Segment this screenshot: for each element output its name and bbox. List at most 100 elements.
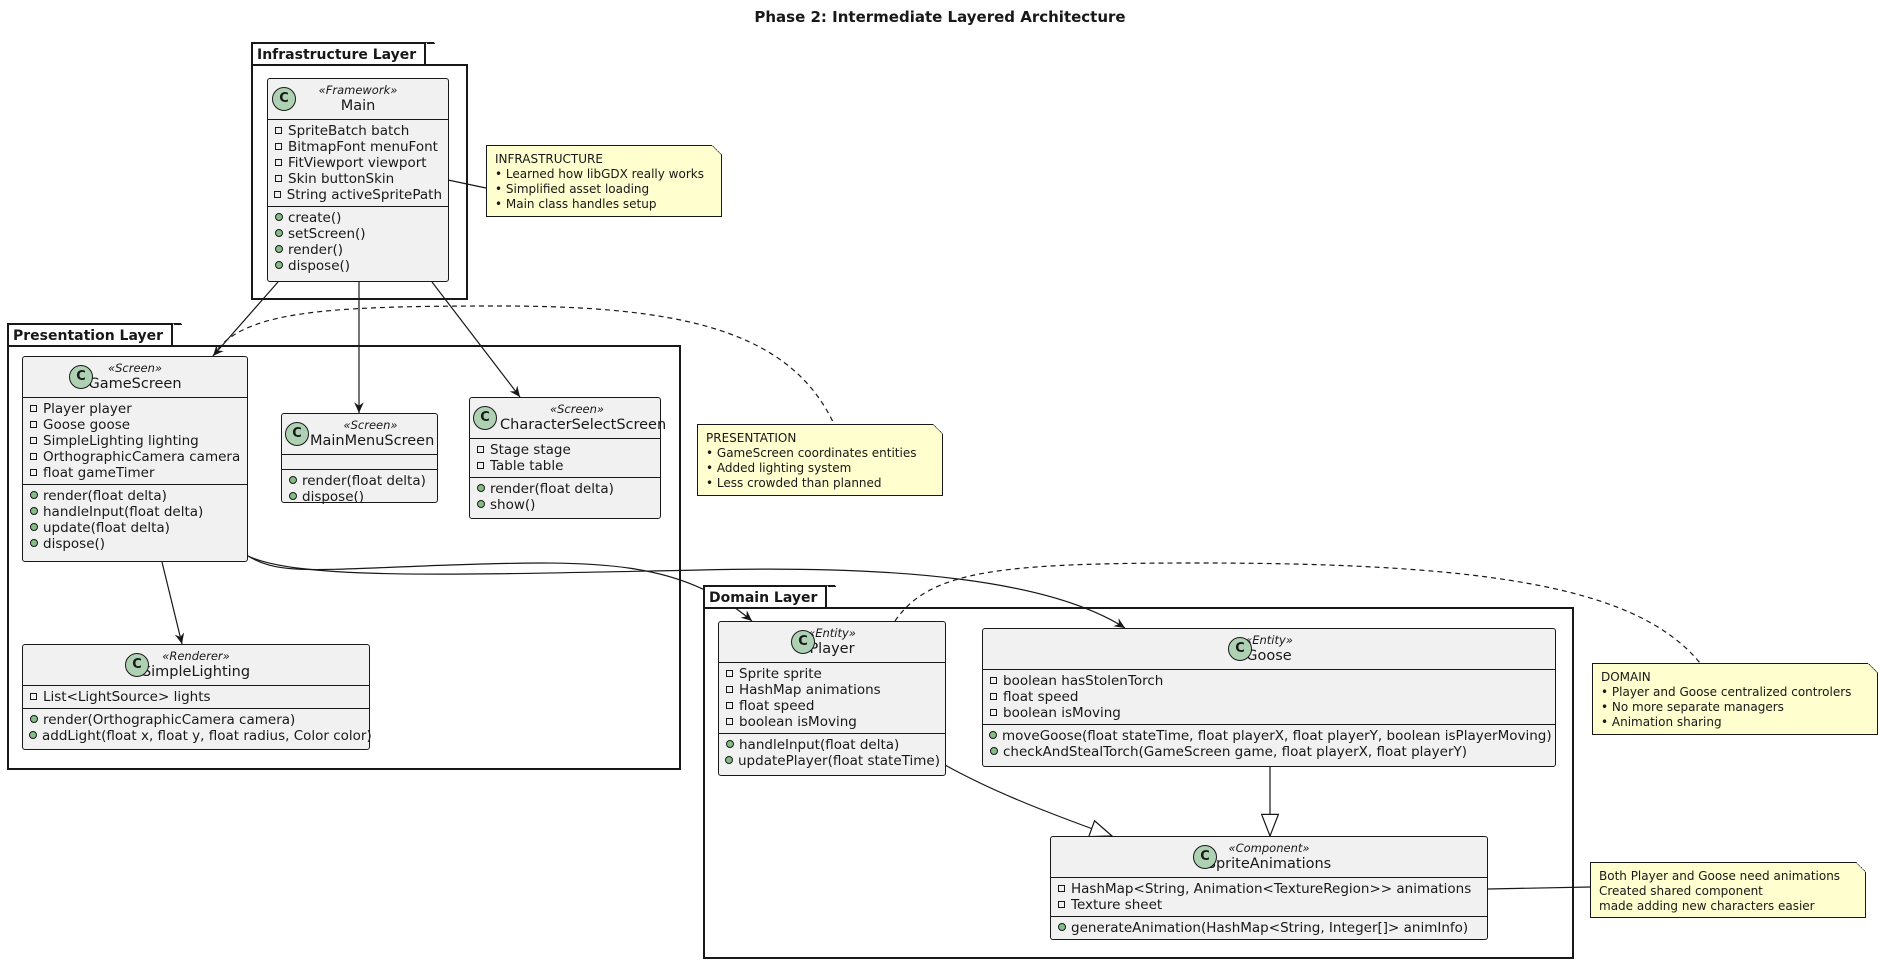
private-marker-icon — [29, 689, 38, 705]
private-marker-icon — [1057, 881, 1066, 897]
class-method: render(float delta) — [490, 481, 614, 497]
class-field: boolean isMoving — [739, 714, 857, 730]
public-marker-icon — [29, 520, 38, 536]
class-simplelighting[interactable]: C «Renderer» SimpleLighting List<LightSo… — [22, 644, 372, 750]
private-marker-icon — [274, 171, 283, 187]
edge-player-spriteanimations — [944, 764, 1112, 836]
class-methods: generateAnimation(HashMap<String, Intege… — [1051, 917, 1487, 939]
class-methods: render(float delta) show() — [470, 478, 660, 516]
class-field: boolean hasStolenTorch — [1003, 673, 1164, 689]
public-marker-icon — [725, 737, 734, 753]
class-method: dispose() — [43, 536, 106, 552]
class-method: moveGoose(float stateTime, float playerX… — [1002, 728, 1552, 744]
class-icon: C — [791, 630, 815, 654]
package-label-presentation: Presentation Layer — [7, 323, 174, 345]
class-field: SimpleLighting lighting — [43, 433, 199, 449]
private-marker-icon — [274, 155, 283, 171]
class-field: Player player — [43, 401, 132, 417]
public-marker-icon — [989, 744, 998, 760]
private-marker-icon — [274, 139, 283, 155]
class-main[interactable]: C «Framework» Main SpriteBatch batch Bit… — [267, 78, 449, 282]
public-marker-icon — [476, 497, 485, 513]
public-marker-icon — [29, 712, 38, 728]
class-field: HashMap animations — [739, 682, 881, 698]
class-icon: C — [285, 422, 309, 446]
class-methods: render(OrthographicCamera camera) addLig… — [23, 709, 372, 747]
edge-main-gamescreen — [212, 281, 279, 357]
private-marker-icon — [725, 682, 734, 698]
class-field: OrthographicCamera camera — [43, 449, 241, 465]
private-marker-icon — [29, 417, 38, 433]
class-stereotype: «Component» — [1228, 841, 1310, 855]
private-marker-icon — [274, 187, 282, 203]
class-field: Skin buttonSkin — [288, 171, 395, 187]
class-goose[interactable]: C «Entity» Goose boolean hasStolenTorch … — [982, 628, 1556, 767]
private-marker-icon — [725, 714, 734, 730]
class-spriteanimations[interactable]: C «Component» SpriteAnimations HashMap<S… — [1050, 836, 1488, 940]
class-stereotype: «Entity» — [1245, 633, 1293, 647]
note-animations: Both Player and Goose need animations Cr… — [1590, 862, 1866, 918]
class-method: dispose() — [302, 489, 365, 505]
private-marker-icon — [29, 449, 38, 465]
class-field: Sprite sprite — [739, 666, 822, 682]
note-infrastructure: INFRASTRUCTURE • Learned how libGDX real… — [486, 145, 722, 217]
class-field: boolean isMoving — [1003, 705, 1121, 721]
public-marker-icon — [29, 504, 38, 520]
class-stereotype: «Framework» — [318, 83, 398, 97]
public-marker-icon — [1057, 920, 1066, 936]
class-fields: boolean hasStolenTorch float speed boole… — [983, 670, 1555, 725]
package-presentation — [7, 345, 681, 770]
class-method: render(OrthographicCamera camera) — [43, 712, 296, 728]
class-method: handleInput(float delta) — [43, 504, 204, 520]
class-stereotype: «Screen» — [108, 361, 162, 375]
class-field: List<LightSource> lights — [43, 689, 211, 705]
class-field: SpriteBatch batch — [288, 123, 410, 139]
class-method: dispose() — [288, 258, 351, 274]
class-method: update(float delta) — [43, 520, 170, 536]
class-characterselectscreen[interactable]: C «Screen» CharacterSelectScreen Stage s… — [469, 397, 666, 519]
class-player[interactable]: C «Entity» Player Sprite sprite HashMap … — [718, 621, 946, 776]
private-marker-icon — [29, 465, 38, 481]
class-gamescreen[interactable]: C «Screen» GameScreen Player player Goos… — [22, 356, 248, 562]
public-marker-icon — [29, 536, 38, 552]
class-icon: C — [272, 87, 296, 111]
public-marker-icon — [288, 473, 297, 489]
public-marker-icon — [725, 753, 733, 769]
class-fields: SpriteBatch batch BitmapFont menuFont Fi… — [268, 120, 448, 207]
class-fields: Player player Goose goose SimpleLighting… — [23, 398, 247, 485]
class-method: addLight(float x, float y, float radius,… — [42, 728, 372, 744]
private-marker-icon — [29, 401, 38, 417]
public-marker-icon — [29, 488, 38, 504]
class-field: String activeSpritePath — [286, 187, 442, 203]
edge-main-charselect — [431, 281, 521, 398]
class-icon: C — [125, 653, 149, 677]
class-mainmenuscreen[interactable]: C «Screen» MainMenuScreen render(float d… — [281, 413, 438, 505]
class-methods: create() setScreen() render() dispose() — [268, 207, 448, 277]
class-field: Texture sheet — [1071, 897, 1163, 913]
class-icon: C — [1228, 637, 1252, 661]
diagram-title: Phase 2: Intermediate Layered Architectu… — [754, 8, 1126, 26]
public-marker-icon — [29, 728, 37, 744]
class-method: render(float delta) — [43, 488, 167, 504]
class-name: GameScreen — [88, 376, 182, 392]
class-method: create() — [288, 210, 342, 226]
private-marker-icon — [989, 689, 998, 705]
class-stereotype: «Entity» — [808, 626, 856, 640]
class-fields: Sprite sprite HashMap animations float s… — [719, 663, 945, 734]
private-marker-icon — [989, 673, 998, 689]
class-method: setScreen() — [288, 226, 366, 242]
class-stereotype: «Screen» — [343, 418, 398, 432]
private-marker-icon — [476, 442, 485, 458]
class-methods: render(float delta) dispose() — [282, 470, 437, 508]
private-marker-icon — [989, 705, 998, 721]
class-name: MainMenuScreen — [310, 433, 435, 449]
package-domain — [703, 607, 1574, 959]
class-field: float speed — [1003, 689, 1079, 705]
class-method: show() — [490, 497, 536, 513]
class-stereotype: «Renderer» — [162, 649, 230, 663]
class-field: float speed — [739, 698, 815, 714]
class-method: render(float delta) — [302, 473, 426, 489]
public-marker-icon — [476, 481, 485, 497]
edge-gamescreen-goose — [247, 555, 1126, 629]
class-field: FitViewport viewport — [288, 155, 427, 171]
